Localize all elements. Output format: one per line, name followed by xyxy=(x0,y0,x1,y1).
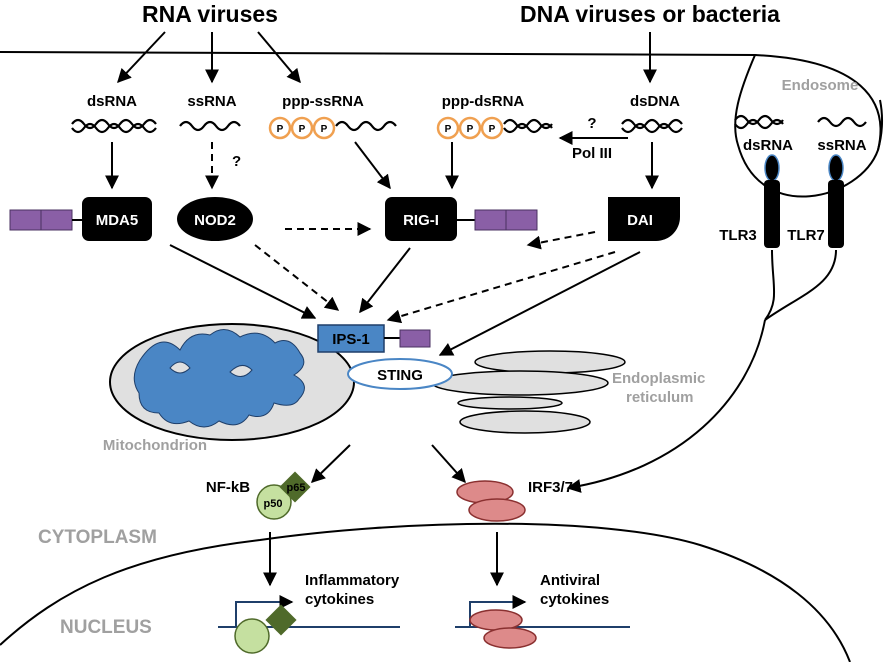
pol3-question: ? xyxy=(587,115,596,132)
phosphate-label-6: P xyxy=(489,124,496,135)
arrow-dai-to-rigi xyxy=(526,231,596,250)
arrow-to-nfkb xyxy=(310,444,351,483)
mitochondrion xyxy=(109,323,355,441)
rigi-label: RIG-I xyxy=(403,212,439,229)
mitochondrion-label: Mitochondrion xyxy=(103,437,207,454)
dai-label: DAI xyxy=(627,212,653,229)
arrow-nod2-to-ips1 xyxy=(254,244,340,311)
dsdna-molecule xyxy=(621,118,683,134)
p65-label: p65 xyxy=(287,482,306,494)
tlr3-receptor xyxy=(764,154,780,248)
ppp-ssrna-label: ppp-ssRNA xyxy=(282,93,364,110)
inflammatory-promoter-arrow xyxy=(235,595,294,627)
arrow-dai-to-ips1 xyxy=(386,251,616,324)
nucleus-label: NUCLEUS xyxy=(60,617,152,638)
endosome-label: Endosome xyxy=(782,77,859,94)
p50-label: p50 xyxy=(264,498,283,510)
tlr7-receptor xyxy=(828,154,844,248)
antiviral-label-line1: Antiviral xyxy=(540,572,600,589)
nod2-sensor xyxy=(177,197,253,241)
irf-label: IRF3/7 xyxy=(528,479,573,496)
phosphate-label-3: P xyxy=(321,124,328,135)
tlr7-label: TLR7 xyxy=(787,227,825,244)
ppp-ssrna-molecule xyxy=(268,116,397,140)
endosome-dsrna-label: dsRNA xyxy=(743,137,793,154)
dsdna-label: dsDNA xyxy=(630,93,680,110)
arrow-dai-to-sting xyxy=(438,251,641,356)
arrow-rna-to-ppp-ssrna xyxy=(257,31,301,84)
nod2-question: ? xyxy=(232,153,241,170)
er-label-line2: reticulum xyxy=(626,389,694,406)
pol3-label: Pol III xyxy=(572,145,612,162)
arrow-to-irf xyxy=(431,444,466,484)
ppp-dsrna-molecule xyxy=(436,116,553,140)
mda5-sensor xyxy=(82,197,152,241)
ssrna-molecule xyxy=(179,120,241,132)
nod2-label: NOD2 xyxy=(194,212,236,229)
dai-sensor xyxy=(608,197,680,241)
rna-viruses-label: RNA viruses xyxy=(142,1,278,27)
nfkb-label: NF-kB xyxy=(206,479,250,496)
arrow-ppp-ssrna-to-rigi xyxy=(354,141,391,190)
sting-adaptor xyxy=(347,358,453,390)
arrow-tlr-to-irf xyxy=(566,319,766,493)
tlr7-signal-line xyxy=(764,249,837,321)
ssrna-label: ssRNA xyxy=(187,93,236,110)
endosome-dsrna-molecule xyxy=(734,114,784,130)
cytoplasm-label: CYTOPLASM xyxy=(38,527,157,548)
rigi-sensor xyxy=(385,197,457,241)
endosome-membrane xyxy=(754,54,882,151)
tlr3-label: TLR3 xyxy=(719,227,757,244)
antiviral-label-line2: cytokines xyxy=(540,591,609,608)
phosphate-label-5: P xyxy=(467,124,474,135)
ips1-label: IPS-1 xyxy=(332,331,370,348)
arrow-mda5-to-ips1 xyxy=(169,244,317,319)
ips1-adaptor xyxy=(317,324,385,353)
inflammatory-p50 xyxy=(234,618,270,654)
irf-dimer xyxy=(456,480,526,522)
nuclear-membrane xyxy=(0,522,851,662)
phosphate-label-4: P xyxy=(445,124,452,135)
inflammatory-p65 xyxy=(265,604,297,636)
phosphate-label-2: P xyxy=(299,124,306,135)
antiviral-irf-dimer xyxy=(469,609,537,649)
endosome-ssrna-label: ssRNA xyxy=(817,137,866,154)
nfkb-p65 xyxy=(279,471,311,503)
dsrna-label: dsRNA xyxy=(87,93,137,110)
dna-viruses-label: DNA viruses or bacteria xyxy=(520,1,780,27)
ppp-dsrna-label: ppp-dsRNA xyxy=(442,93,525,110)
endoplasmic-reticulum xyxy=(431,350,626,434)
nfkb-p50 xyxy=(256,484,292,520)
endosome-ssrna-molecule xyxy=(817,116,867,128)
arrow-rna-to-dsrna xyxy=(117,31,166,84)
tlr3-signal-line xyxy=(764,249,776,321)
ips1-card-domain xyxy=(399,329,431,348)
mda5-label: MDA5 xyxy=(96,212,139,229)
arrow-rigi-to-ips1 xyxy=(359,247,411,314)
inflammatory-label-line2: cytokines xyxy=(305,591,374,608)
phosphate-label-1: P xyxy=(277,124,284,135)
er-label-line1: Endoplasmic xyxy=(612,370,705,387)
dsrna-molecule xyxy=(71,118,157,134)
sting-label: STING xyxy=(377,367,423,384)
inflammatory-label-line1: Inflammatory xyxy=(305,572,400,589)
